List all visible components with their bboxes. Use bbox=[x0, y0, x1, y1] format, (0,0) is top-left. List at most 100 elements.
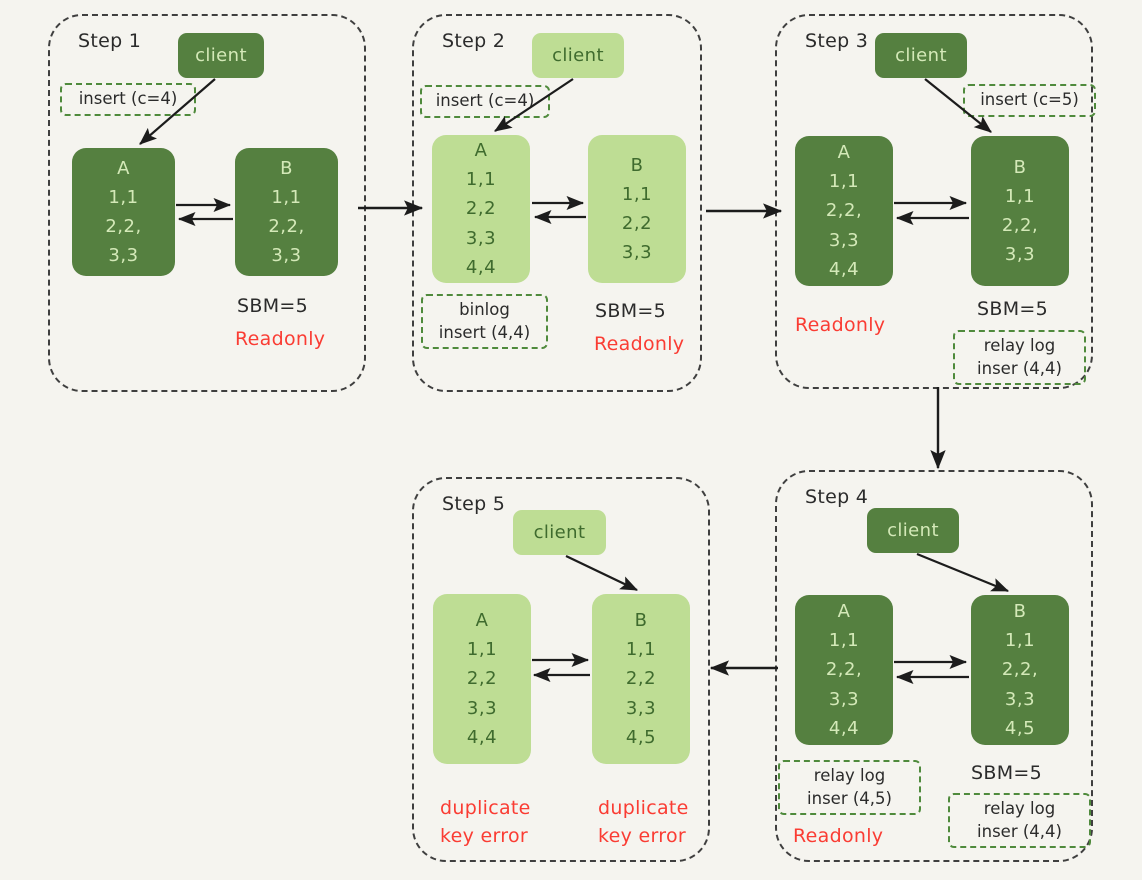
relay-tag-line1: relay log bbox=[813, 766, 886, 786]
node-row: 3,3 bbox=[465, 227, 497, 249]
node-label: A bbox=[837, 142, 851, 164]
node-b-step5: B 1,1 2,2 3,3 4,5 bbox=[592, 594, 690, 764]
status-label-step4: Readonly bbox=[793, 825, 884, 847]
node-row: 2,2, bbox=[825, 659, 863, 681]
binlog-tag-line1: binlog bbox=[459, 300, 510, 320]
node-row: 4,5 bbox=[625, 726, 657, 748]
node-row: 2,2, bbox=[1001, 215, 1039, 236]
node-row: 3,3 bbox=[621, 242, 653, 264]
node-row: 1,1 bbox=[1004, 185, 1036, 207]
node-row: 3,3 bbox=[625, 697, 657, 719]
node-row: 1,1 bbox=[466, 639, 498, 661]
sbm-label-step1: SBM=5 bbox=[237, 295, 308, 317]
node-row: 3,3 bbox=[1004, 244, 1036, 266]
node-row: 3,3 bbox=[108, 245, 139, 267]
step-panel-1: Step 1 bbox=[48, 14, 366, 392]
node-b-step1: B 1,1 2,2, 3,3 bbox=[235, 148, 338, 276]
node-b-step2: B 1,1 2,2 3,3 bbox=[588, 135, 686, 283]
node-row: 3,3 bbox=[828, 229, 860, 251]
relay-tag-line1: relay log bbox=[983, 799, 1056, 819]
step-panel-5: Step 5 bbox=[412, 477, 710, 862]
step-title: Step 1 bbox=[78, 30, 142, 52]
node-label: B bbox=[630, 154, 644, 176]
error-label-a-step5: duplicate key error bbox=[440, 795, 531, 850]
node-a-step5: A 1,1 2,2 3,3 4,4 bbox=[433, 594, 531, 764]
client-box-step1: client bbox=[178, 33, 264, 78]
step-title: Step 5 bbox=[442, 493, 506, 515]
node-row: 4,4 bbox=[828, 258, 860, 280]
node-label: A bbox=[117, 157, 130, 179]
relay-tag-line2: inser (4,5) bbox=[807, 788, 892, 808]
step-panel-4: Step 4 bbox=[775, 470, 1093, 862]
node-row: 1,1 bbox=[271, 186, 302, 208]
step-title: Step 3 bbox=[805, 30, 869, 52]
node-row: 4,5 bbox=[1004, 717, 1036, 739]
error-line2: key error bbox=[440, 824, 528, 847]
node-a-step1: A 1,1 2,2, 3,3 bbox=[72, 148, 175, 276]
node-row: 1,1 bbox=[828, 171, 860, 193]
insert-tag-text: insert (c=5) bbox=[980, 90, 1079, 110]
sbm-label-step4: SBM=5 bbox=[971, 762, 1042, 784]
node-row: 2,2 bbox=[621, 213, 653, 234]
client-box-step5: client bbox=[513, 510, 606, 555]
node-a-step4: A 1,1 2,2, 3,3 4,4 bbox=[795, 595, 893, 745]
node-row: 4,4 bbox=[466, 726, 498, 748]
node-row: 2,2 bbox=[625, 668, 657, 690]
sbm-label-step2: SBM=5 bbox=[595, 300, 666, 322]
binlog-tag-line2: insert (4,4) bbox=[438, 322, 531, 342]
node-row: 1,1 bbox=[625, 639, 657, 661]
error-line2: key error bbox=[598, 824, 686, 847]
node-row: 1,1 bbox=[828, 630, 860, 652]
node-row: 2,2 bbox=[465, 198, 497, 220]
node-label: B bbox=[1013, 601, 1027, 623]
node-a-step2: A 1,1 2,2 3,3 4,4 bbox=[432, 135, 530, 283]
relay-tag-step3: relay log inser (4,4) bbox=[953, 330, 1086, 385]
relay-tag-line2: inser (4,4) bbox=[977, 358, 1062, 378]
node-row: 4,4 bbox=[828, 717, 860, 739]
step-title: Step 2 bbox=[442, 30, 506, 52]
node-row: 2,2, bbox=[105, 216, 142, 237]
node-label: A bbox=[837, 601, 851, 623]
insert-tag-text: insert (c=4) bbox=[78, 89, 178, 109]
client-box-step3: client bbox=[875, 33, 967, 78]
node-row: 3,3 bbox=[466, 697, 498, 719]
node-a-step3: A 1,1 2,2, 3,3 4,4 bbox=[795, 136, 893, 286]
insert-tag-step2: insert (c=4) bbox=[420, 85, 550, 118]
node-b-step3: B 1,1 2,2, 3,3 bbox=[971, 136, 1069, 286]
node-row: 1,1 bbox=[108, 186, 139, 208]
sbm-label-step3: SBM=5 bbox=[977, 298, 1048, 320]
node-row: 3,3 bbox=[828, 688, 860, 710]
error-line1: duplicate bbox=[440, 797, 531, 819]
step-panel-3: Step 3 bbox=[775, 14, 1093, 389]
error-label-b-step5: duplicate key error bbox=[598, 795, 689, 850]
node-label: B bbox=[280, 157, 293, 179]
node-row: 2,2 bbox=[466, 668, 498, 690]
insert-tag-step1: insert (c=4) bbox=[60, 83, 196, 116]
error-line1: duplicate bbox=[598, 797, 689, 819]
step-title: Step 4 bbox=[805, 486, 869, 508]
relay-tag-line1: relay log bbox=[983, 336, 1056, 356]
status-label-step3: Readonly bbox=[795, 314, 886, 336]
node-row: 1,1 bbox=[465, 169, 497, 191]
node-label: A bbox=[475, 610, 489, 632]
node-row: 3,3 bbox=[1004, 688, 1036, 710]
node-row: 1,1 bbox=[1004, 630, 1036, 652]
node-row: 2,2, bbox=[1001, 659, 1039, 681]
relay-tag-b-step4: relay log inser (4,4) bbox=[948, 793, 1091, 848]
status-label-step2: Readonly bbox=[594, 333, 685, 355]
client-box-step2: client bbox=[532, 33, 624, 78]
node-b-step4: B 1,1 2,2, 3,3 4,5 bbox=[971, 595, 1069, 745]
node-row: 1,1 bbox=[621, 183, 653, 205]
status-label-step1: Readonly bbox=[235, 328, 326, 350]
relay-tag-a-step4: relay log inser (4,5) bbox=[778, 760, 921, 815]
insert-tag-text: insert (c=4) bbox=[435, 91, 535, 111]
node-row: 3,3 bbox=[271, 245, 302, 267]
node-row: 2,2, bbox=[825, 200, 863, 222]
insert-tag-step3: insert (c=5) bbox=[963, 84, 1096, 117]
relay-tag-line2: inser (4,4) bbox=[977, 821, 1062, 841]
client-box-step4: client bbox=[867, 508, 959, 553]
binlog-tag-step2: binlog insert (4,4) bbox=[421, 294, 548, 349]
node-label: B bbox=[634, 610, 648, 632]
node-row: 4,4 bbox=[465, 256, 497, 278]
